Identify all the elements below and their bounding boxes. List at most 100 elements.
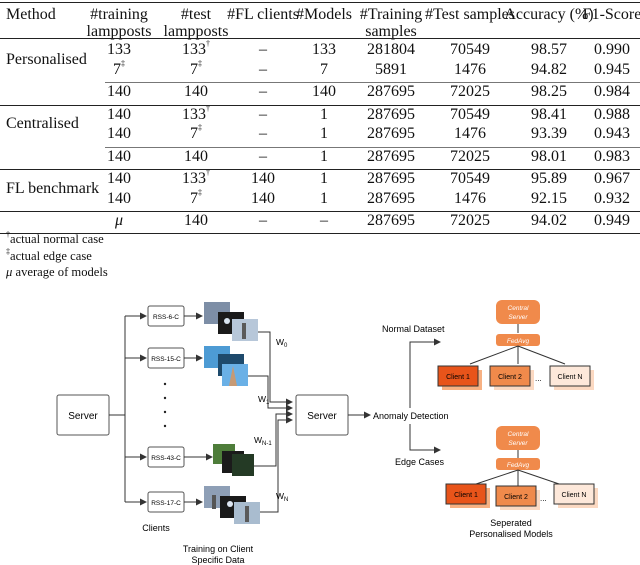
cell-trs: 287695 [367,189,415,207]
cell-f1: 0.988 [594,105,630,123]
cell-fl: – [259,60,267,78]
weight-wn: WN [276,491,288,503]
table-rule [0,232,640,234]
cell-tes: 72025 [450,147,490,165]
cell-test: 133† [182,39,210,58]
cell-acc: 98.25 [531,83,567,100]
svg-text:RSS-15-C: RSS-15-C [151,356,181,363]
cell-acc: 98.01 [531,147,567,165]
cell-trs: 5891 [375,60,407,78]
header-training-lampposts: #training lampposts [86,6,152,40]
separated-label-2: Personalised Models [469,529,553,539]
mu-cell-trs: 287695 [367,212,415,229]
svg-text:FedAvg: FedAvg [507,462,530,469]
left-server-label: Server [68,411,98,422]
mu-cell-fl: – [259,212,267,229]
client-rss-6: RSS-6-C [147,305,185,327]
cell-models: 140 [312,83,336,100]
svg-text:Server: Server [508,314,528,321]
header-models: #Models [296,6,352,23]
cell-test: 140 [184,83,208,100]
cell-test: 133† [182,168,210,187]
cell-fl: 140 [251,170,275,187]
clients-label: Clients [142,523,170,533]
mu-cell-models: – [320,212,328,229]
left-server: Server [56,394,110,436]
cell-fl: – [259,105,267,123]
svg-text:Central: Central [508,305,530,312]
cell-test: 7‡ [190,58,202,78]
client-images-2 [213,444,254,476]
cell-train: 140 [107,125,131,142]
cell-models: 133 [312,41,336,58]
table-rule [105,146,640,148]
training-label-1: Training on Client [183,544,254,554]
header-fl-clients: #FL clients [227,6,299,23]
svg-text:Server: Server [307,411,337,422]
footnote-normal: †actual normal case [6,230,104,246]
svg-text:Client 1: Client 1 [454,492,478,499]
cell-fl: – [259,83,267,100]
cell-train: 133 [107,41,131,58]
cell-tes: 70549 [450,105,490,123]
cell-test: 7‡ [190,187,202,207]
footnote-mu: μ average of models [6,265,108,279]
svg-text:Client 1: Client 1 [446,374,470,381]
fl-architecture-diagram: Server RSS-6-C RSS-15-C RSS-43-C RSS-17-… [56,300,598,565]
cell-models: 1 [320,170,328,187]
method-label: FL benchmark [6,179,100,197]
cell-tes: 72025 [450,83,490,100]
cell-trs: 287695 [367,170,415,187]
svg-text:...: ... [540,494,547,503]
cell-f1: 0.983 [594,147,630,165]
svg-text:RSS-43-C: RSS-43-C [151,455,181,462]
header-test-lampposts: #test lampposts [163,6,229,40]
header-f1: F1-Score [582,6,640,23]
table-top-rule [0,2,640,3]
cell-fl: – [259,41,267,58]
cell-train: 140 [107,83,131,100]
client-rss-17: RSS-17-C [147,491,185,513]
cell-f1: 0.945 [594,60,630,78]
svg-text:Client N: Client N [562,492,587,499]
weight-wn-1: WN-1 [254,435,272,447]
client-images-0 [204,302,258,341]
table-rule [105,82,640,83]
cell-trs: 287695 [367,83,415,100]
mu-cell-tes: 72025 [450,212,490,229]
table-rule [0,104,640,106]
cell-f1: 0.967 [594,170,630,187]
cell-test: 133† [182,103,210,123]
client-images-1 [204,346,248,386]
header-rule [0,38,640,39]
cell-trs: 287695 [367,125,415,142]
cell-f1: 0.990 [594,41,630,58]
cell-trs: 287695 [367,105,415,123]
svg-text:Client 2: Client 2 [504,494,528,501]
middle-server: Server [295,394,349,436]
weight-w1: W1 [258,394,270,406]
method-label: Personalised [6,50,87,68]
cell-train: 7‡ [113,58,125,78]
mu-cell-acc: 94.02 [531,212,567,229]
cell-tes: 70549 [450,170,490,187]
cell-models: 7 [320,60,328,78]
cell-acc: 92.15 [531,189,567,207]
table-rule [0,169,640,170]
header-method: Method [6,6,56,23]
weight-w0: W0 [276,337,288,349]
mu-cell-f1: 0.949 [594,212,630,229]
training-label-2: Specific Data [191,555,244,565]
normal-dataset-label: Normal Dataset [382,324,445,334]
client-rss-15: RSS-15-C [147,347,185,369]
svg-text:FedAvg: FedAvg [507,338,530,345]
svg-text:Central: Central [508,431,530,438]
svg-text:...: ... [535,374,542,383]
anomaly-detection-label: Anomaly Detection [373,411,449,421]
weights: W0 W1 WN-1 WN [254,337,288,503]
cell-fl: – [259,125,267,142]
client-rss-43: RSS-43-C [147,446,185,468]
cell-f1: 0.932 [594,189,630,207]
edge-cases-label: Edge Cases [395,457,445,467]
cell-train: 140 [107,105,131,123]
